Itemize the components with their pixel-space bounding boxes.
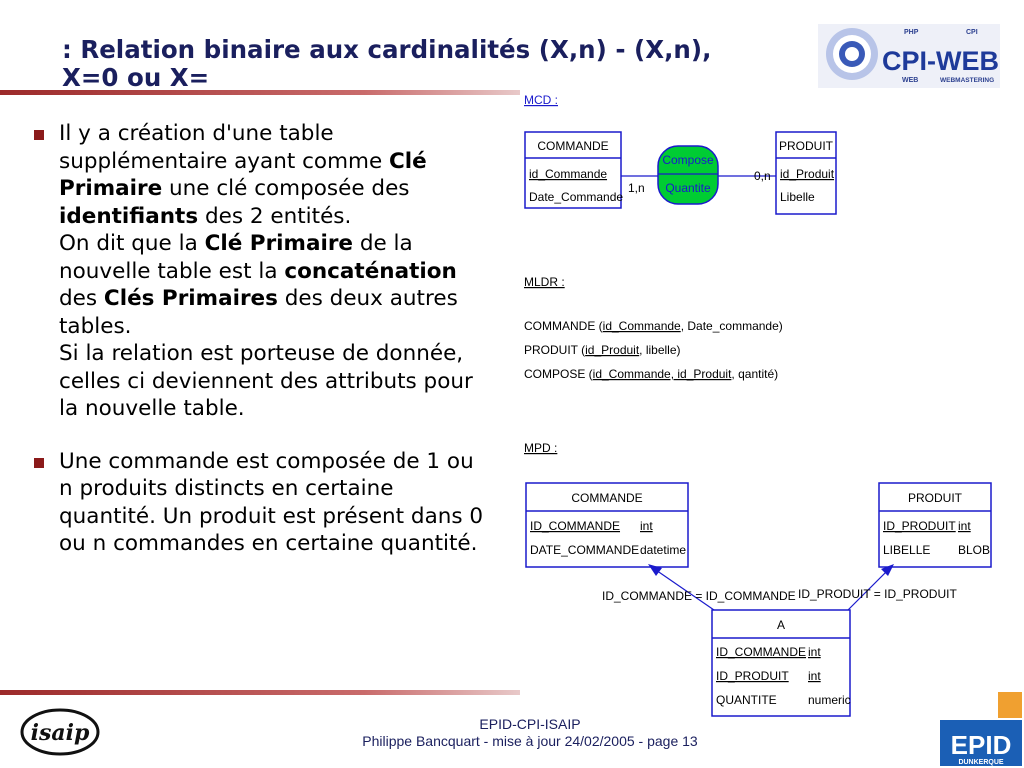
mldr-text: , qantité) (731, 367, 778, 381)
mldr-text: PRODUIT ( (524, 343, 585, 357)
bullet-text: Il y a création d'une table supplémentai… (59, 121, 390, 174)
bullet-square-icon (34, 457, 44, 468)
mldr-key: id_Produit (585, 343, 640, 357)
mpd-a-type: int (808, 645, 821, 659)
bullet-paragraph: Une commande est composée de 1 ou n prod… (59, 448, 484, 557)
isaip-wordmark: isaip (31, 720, 90, 746)
cpi-web-label: WEB (902, 77, 918, 84)
bullet-bold: Clé Primaire (59, 148, 427, 202)
mcd-entity-commande: COMMANDE id_Commande Date_Commande (524, 131, 623, 209)
bullet-bold: identifiants (59, 203, 199, 229)
mpd-commande-col: ID_COMMANDE (530, 519, 620, 533)
mpd-link-produit (847, 567, 891, 611)
mpd-table-commande: COMMANDE ID_COMMANDE int DATE_COMMANDE d… (525, 482, 689, 568)
mldr-line-commande: COMMANDE (id_Commande, Date_commande) (524, 319, 783, 333)
mcd-heading: MCD : (524, 93, 558, 107)
mpd-produit-col: LIBELLE (883, 543, 930, 557)
mpd-commande-type: int (640, 519, 653, 533)
mcd-relation-name: Compose (662, 153, 714, 167)
bullet-bold: Clés Primaires (103, 286, 278, 311)
mldr-text: , libelle) (639, 343, 680, 357)
mpd-commande-title: COMMANDE (571, 491, 642, 505)
bullet-paragraph: Si la relation est porteuse de donnée, c… (59, 341, 473, 421)
mpd-commande-col: DATE_COMMANDE (530, 543, 639, 557)
mpd-a-col: ID_PRODUIT (716, 669, 789, 683)
mpd-a-type: int (808, 669, 821, 683)
mcd-relation-attr: Quantite (665, 181, 711, 195)
cpi-php-label: PHP (904, 29, 919, 36)
mldr-text: COMMANDE ( (524, 319, 603, 333)
mldr-key: id_Commande, id_Produit (593, 367, 732, 381)
slide-title: : Relation binaire aux cardinalités (X,n… (62, 36, 842, 92)
mcd-produit-attr: Libelle (780, 190, 815, 204)
mpd-heading: MPD : (524, 441, 557, 455)
bullet-paragraph: On dit que la Clé Primaire de la nouvell… (59, 230, 494, 340)
mldr-text: , Date_commande) (681, 319, 783, 333)
mpd-link-label-left: ID_COMMANDE = ID_COMMANDE (602, 589, 796, 603)
footer-line1: EPID-CPI-ISAIP (479, 716, 581, 732)
mcd-commande-attr: Date_Commande (529, 190, 623, 204)
mcd-relation-compose: Compose Quantite (657, 145, 719, 205)
mldr-text: COMPOSE ( (524, 367, 593, 381)
mcd-card-left: 1,n (628, 181, 645, 195)
epid-logo: EPID DUNKERQUE (940, 692, 1022, 766)
mpd-arrow-produit-icon (881, 564, 894, 576)
slide-title-line2: X=0 ou X= (62, 63, 210, 92)
bullet-list: Il y a création d'une table supplémentai… (34, 120, 494, 583)
bullet-paragraph: Il y a création d'une table supplémentai… (59, 120, 494, 230)
mpd-link-commande (652, 567, 715, 611)
mcd-commande-key: id_Commande (529, 167, 607, 181)
mpd-produit-type: int (958, 519, 971, 533)
mpd-produit-title: PRODUIT (908, 491, 963, 505)
bullet-text: de la nouvelle table est la (59, 231, 413, 284)
mcd-produit-title: PRODUIT (779, 139, 834, 153)
bullet-bold: concaténation (284, 258, 457, 284)
isaip-logo: isaip (20, 708, 100, 756)
mpd-produit-type: BLOB (958, 543, 990, 557)
bullet-text: des 2 entités. (198, 203, 352, 229)
mpd-a-col: ID_COMMANDE (716, 645, 806, 659)
mcd-entity-produit: PRODUIT id_Produit Libelle (775, 131, 837, 215)
mldr-line-produit: PRODUIT (id_Produit, libelle) (524, 343, 681, 357)
bullet-bold: Clé Primaire (204, 231, 354, 256)
mcd-produit-key: id_Produit (780, 167, 835, 181)
mldr-line-compose: COMPOSE (id_Commande, id_Produit, qantit… (524, 367, 778, 381)
cpi-web-wordmark: CPI-WEB (882, 46, 999, 76)
bullet-item-1: Il y a création d'une table supplémentai… (34, 120, 494, 423)
bullet-text: des (59, 286, 104, 311)
bullet-text: On dit que la (59, 231, 205, 256)
mpd-a-title: A (777, 618, 785, 632)
mcd-commande-title: COMMANDE (537, 139, 608, 153)
bullet-square-icon (34, 130, 44, 140)
epid-subtitle: DUNKERQUE (958, 759, 1003, 766)
mpd-a-type: numeric (808, 693, 851, 707)
mpd-commande-type: datetime (640, 543, 686, 557)
epid-wordmark: EPID (951, 730, 1012, 760)
cpi-cpi-label: CPI (966, 29, 978, 36)
mpd-table-produit: PRODUIT ID_PRODUIT int LIBELLE BLOB (878, 482, 992, 568)
bullet-text: une clé composée des (162, 176, 410, 201)
mpd-table-a: A ID_COMMANDE int ID_PRODUIT int QUANTIT… (711, 609, 851, 717)
data-model-diagram: MCD : COMMANDE id_Commande Date_Commande… (524, 93, 992, 717)
mpd-link-label-right: ID_PRODUIT = ID_PRODUIT (798, 587, 957, 601)
mpd-arrow-commande-icon (648, 564, 662, 576)
mcd-card-right: 0,n (754, 169, 771, 183)
mldr-heading: MLDR : (524, 275, 565, 289)
footer-divider (0, 690, 520, 695)
mldr-key: id_Commande (603, 319, 681, 333)
slide-title-line1: : Relation binaire aux cardinalités (X,n… (62, 35, 712, 64)
footer-line2: Philippe Bancquart - mise à jour 24/02/2… (362, 733, 698, 749)
mpd-produit-col: ID_PRODUIT (883, 519, 956, 533)
bullet-item-2: Une commande est composée de 1 ou n prod… (34, 448, 494, 558)
cpi-web-logo: PHP CPI CPI-WEB WEB WEBMASTERING (818, 24, 1000, 88)
mpd-a-col: QUANTITE (716, 693, 777, 707)
title-divider (0, 90, 520, 95)
bullet-text: des deux autres tables. (59, 286, 458, 339)
footer: EPID-CPI-ISAIP Philippe Bancquart - mise… (330, 716, 730, 750)
cpi-webmastering-label: WEBMASTERING (940, 77, 994, 84)
